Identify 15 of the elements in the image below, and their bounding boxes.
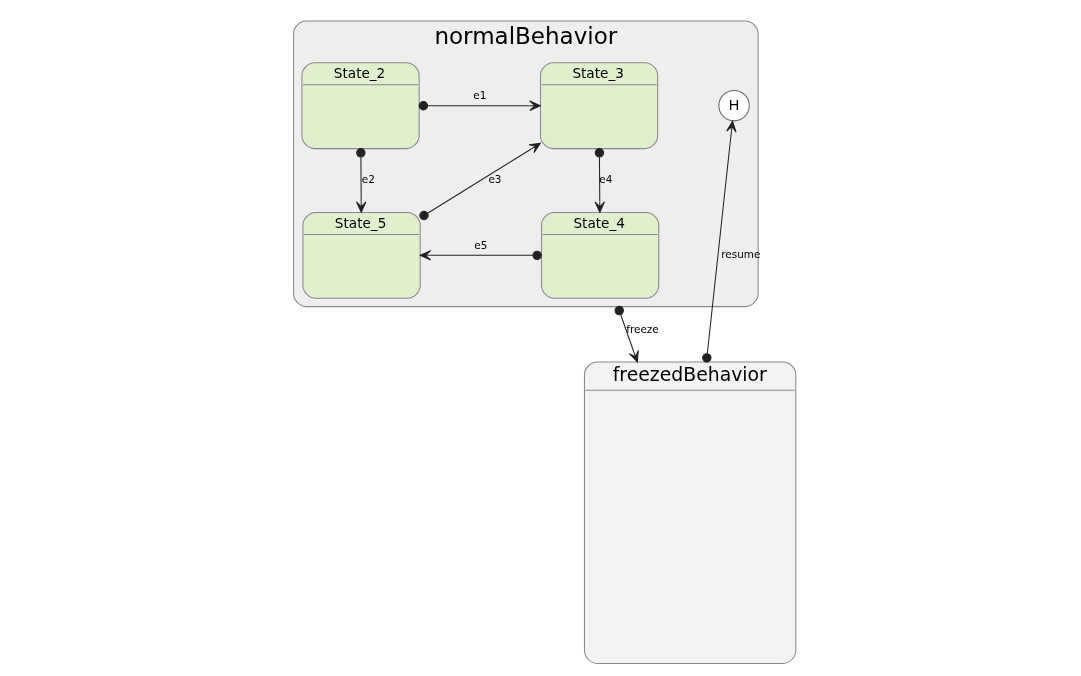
arrow [355,148,367,213]
arrow [614,305,639,363]
edge-label: freeze [626,322,659,335]
arrow [594,148,605,213]
arrow [418,100,541,111]
edge-label: e3 [488,173,502,186]
edge-label: resume [721,247,761,260]
arrow [419,250,542,261]
arrow [702,120,737,363]
edge-label: e1 [473,89,487,102]
node-circle: H [718,90,750,122]
edge-label: e5 [474,239,488,252]
edge-label: e2 [361,173,375,186]
arrow [419,142,541,221]
edge-label: e4 [599,173,613,186]
